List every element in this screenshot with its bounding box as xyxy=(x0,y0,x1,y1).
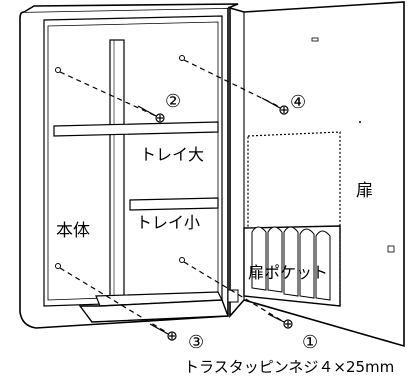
tray-large-shelf xyxy=(53,121,219,137)
cabinet-body xyxy=(19,3,239,329)
screw-4 xyxy=(261,97,289,115)
label-tray-small: トレイ小 xyxy=(136,213,200,232)
hinge xyxy=(227,289,239,303)
screw-marker-2: ② xyxy=(165,91,181,112)
screw-marker-3: ③ xyxy=(188,332,204,353)
screw-holes xyxy=(55,55,185,269)
label-body: 本体 xyxy=(56,221,90,241)
label-door: 扉 xyxy=(356,181,373,201)
vertical-divider xyxy=(109,39,125,299)
screw-marker-4: ④ xyxy=(290,92,306,113)
screw-caption: トラスタッピンネジ４×25mm xyxy=(184,358,394,376)
bottom-shelf xyxy=(78,291,229,323)
screw-3 xyxy=(149,323,177,341)
screw-marker-1: ① xyxy=(302,332,318,353)
screw-1 xyxy=(267,313,293,329)
door-pocket xyxy=(243,131,341,307)
label-door-pocket: 扉ポケット xyxy=(248,263,328,282)
label-tray-large: トレイ大 xyxy=(140,145,204,164)
tray-small-shelf xyxy=(129,197,219,211)
screw-2 xyxy=(137,105,165,123)
